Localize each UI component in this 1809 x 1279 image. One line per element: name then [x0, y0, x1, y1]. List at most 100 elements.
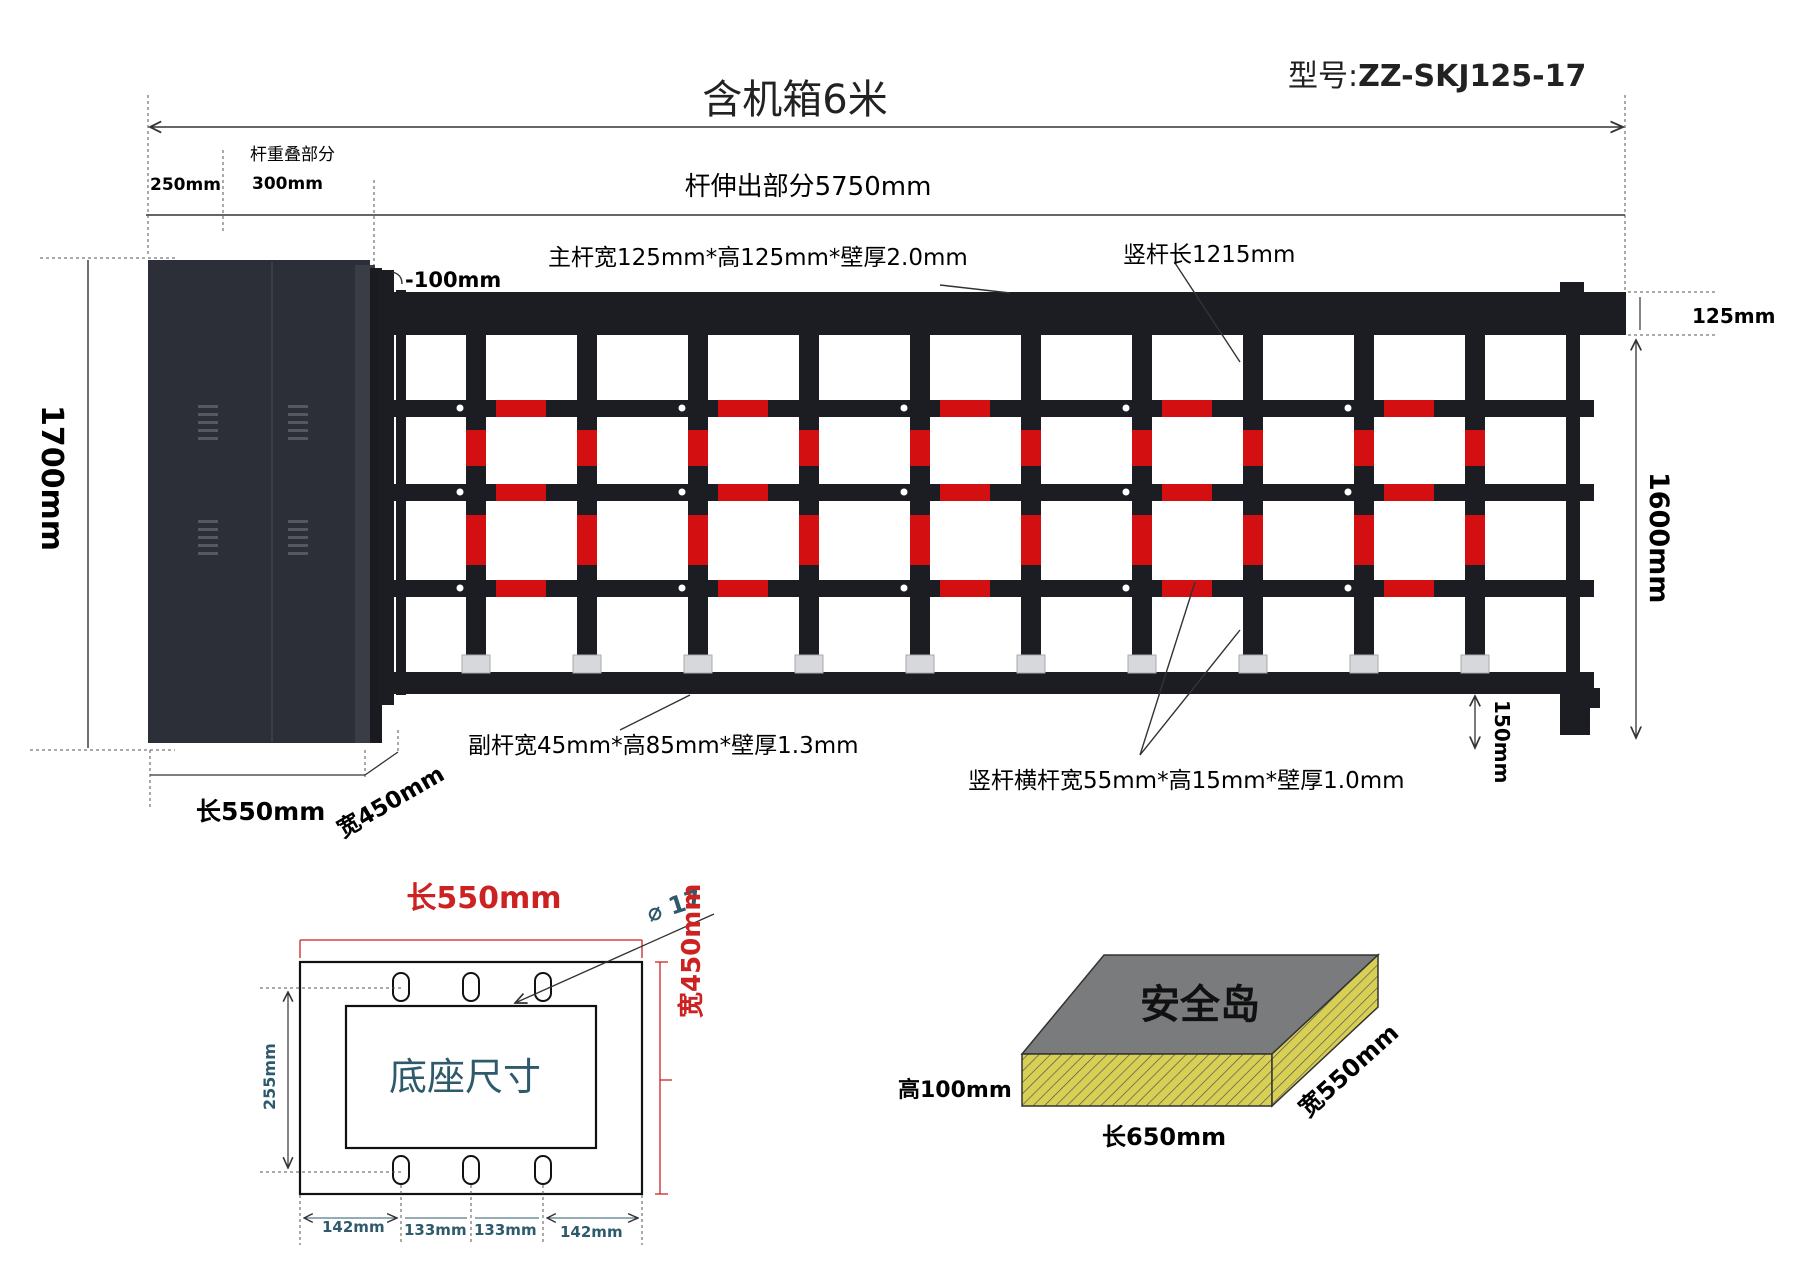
reflector — [1162, 580, 1212, 597]
vertical-rod — [1354, 335, 1374, 665]
vertical-length-label: 竖杆长1215mm — [1123, 242, 1295, 268]
cabinet — [148, 260, 382, 743]
reflector — [496, 400, 546, 417]
bolt — [900, 584, 908, 592]
gate-frame — [378, 270, 1626, 735]
reflector — [1465, 515, 1485, 565]
dim-250: 250mm — [150, 175, 221, 195]
reflector — [688, 430, 708, 466]
vertical-rod — [1021, 335, 1041, 665]
overall-title: 含机箱6米 — [702, 77, 887, 123]
vertical-rod — [466, 335, 486, 665]
reflector — [1384, 484, 1434, 501]
extend-label: 杆伸出部分5750mm — [685, 172, 932, 202]
bolt — [456, 584, 464, 592]
cabinet-width-label: 宽450mm — [333, 760, 450, 843]
reflector — [1354, 430, 1374, 466]
main-bar — [394, 292, 1626, 335]
reflector — [1162, 400, 1212, 417]
vertical-rod — [1132, 335, 1152, 665]
reflector — [1384, 580, 1434, 597]
vertical-rod — [799, 335, 819, 665]
main-bar-height-label: 125mm — [1692, 304, 1775, 328]
rod-end-cap — [1349, 654, 1379, 674]
red-reflectors — [466, 400, 1485, 597]
rod-end-cap — [794, 654, 824, 674]
cabinet-length-label: 长550mm — [196, 797, 325, 826]
bolt — [456, 488, 464, 496]
reflector — [1132, 515, 1152, 565]
island-height-label: 高100mm — [898, 1077, 1012, 1103]
bolt — [456, 404, 464, 412]
vertical-rod — [688, 335, 708, 665]
gate-height-label: 1600mm — [1643, 472, 1674, 603]
cabinet-base-dimensions — [149, 730, 399, 810]
bolt — [1344, 404, 1352, 412]
bolt — [678, 404, 686, 412]
bolt — [900, 404, 908, 412]
base-title: 长550mm — [406, 881, 561, 916]
base-height-dim: 255mm — [260, 1043, 279, 1110]
island-label: 安全岛 — [1140, 982, 1260, 1028]
base-plate-diagram — [260, 913, 715, 1245]
sub-bar-label: 副杆宽45mm*高85mm*壁厚1.3mm — [468, 733, 859, 759]
rod-end-cap — [572, 654, 602, 674]
reflector — [718, 580, 768, 597]
reflector — [577, 430, 597, 466]
vertical-rod — [1243, 335, 1263, 665]
vertical-rods — [466, 335, 1485, 665]
reflector — [1243, 430, 1263, 466]
main-bar-label: 主杆宽125mm*高125mm*壁厚2.0mm — [548, 245, 968, 271]
rod-end-cap — [1016, 654, 1046, 674]
rod-end-cap — [461, 654, 491, 674]
right-dimensions — [1475, 291, 1715, 748]
reflector — [1384, 400, 1434, 417]
rod-end-cap — [905, 654, 935, 674]
safety-island — [1020, 953, 1380, 1108]
total-height-dimension — [30, 257, 175, 751]
reflector — [1354, 515, 1374, 565]
reflector — [1132, 430, 1152, 466]
vertical-section-label: 竖杆横杆宽55mm*高15mm*壁厚1.0mm — [968, 768, 1405, 794]
bolt — [900, 488, 908, 496]
dim-300: 300mm — [252, 174, 323, 194]
overlap-label: 杆重叠部分 — [250, 145, 335, 165]
bolt — [1122, 584, 1130, 592]
rod-end-caps — [461, 654, 1490, 674]
reflector — [940, 580, 990, 597]
bolt — [1344, 488, 1352, 496]
vent-slots — [198, 405, 308, 555]
reflector — [496, 580, 546, 597]
vertical-rod — [910, 335, 930, 665]
spacing-3: 133mm — [474, 1221, 537, 1239]
reflector — [688, 515, 708, 565]
reflector — [466, 515, 486, 565]
vertical-rod — [577, 335, 597, 665]
base-label: 底座尺寸 — [389, 1055, 541, 1099]
bottom-gap-label: 150mm — [1490, 700, 1514, 783]
rod-end-cap — [1238, 654, 1268, 674]
rod-end-cap — [683, 654, 713, 674]
spacing-1: 142mm — [322, 1218, 385, 1236]
overall-dimension-line — [146, 95, 1626, 300]
spacing-2: 133mm — [404, 1221, 467, 1239]
bolt-dots — [456, 404, 1352, 592]
reflector — [1243, 515, 1263, 565]
vertical-rod — [1465, 335, 1485, 665]
spacing-4: 142mm — [560, 1223, 623, 1241]
reflector — [718, 400, 768, 417]
reflector — [799, 515, 819, 565]
reflector — [466, 430, 486, 466]
reflector — [1021, 430, 1041, 466]
bolt — [678, 488, 686, 496]
reflector — [718, 484, 768, 501]
rod-end-cap — [1460, 654, 1490, 674]
bolt — [1122, 488, 1130, 496]
total-height-label: 1700mm — [34, 405, 69, 551]
reflector — [799, 430, 819, 466]
base-width-dim: 宽450mm — [676, 884, 707, 1018]
gap-label: -100mm — [405, 268, 501, 292]
sub-bar — [394, 672, 1594, 694]
reflector — [910, 430, 930, 466]
bolt — [1344, 584, 1352, 592]
